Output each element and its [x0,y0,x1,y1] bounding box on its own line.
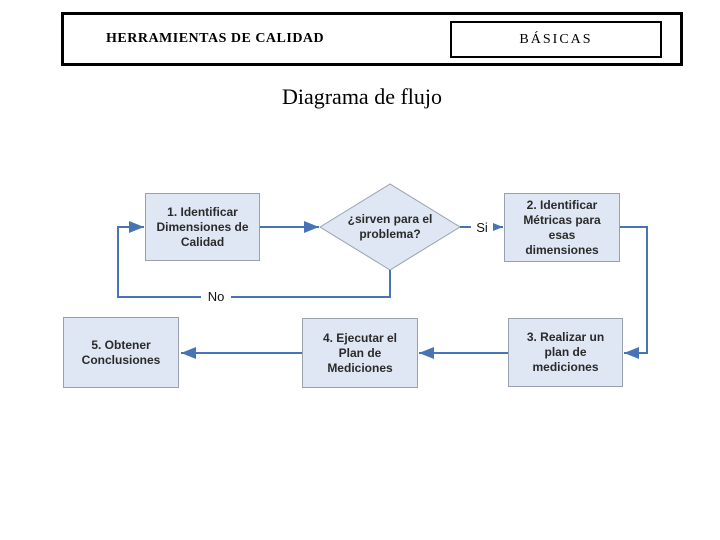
basicas-badge-box: BÁSICAS [450,21,662,58]
node-step5: 5. Obtener Conclusiones [63,317,179,388]
edge-label-si: Si [471,220,493,235]
basicas-badge-label: BÁSICAS [519,31,593,47]
edge-label-no: No [201,289,231,304]
header-box: HERRAMIENTAS DE CALIDAD BÁSICAS [61,12,683,66]
edge-step2-step3 [620,226,648,359]
node-step3: 3. Realizar un plan de mediciones [508,318,623,387]
decision-label: ¿sirven para el problema? [347,212,433,241]
slide-title: Diagrama de flujo [281,84,443,109]
header-title: HERRAMIENTAS DE CALIDAD [106,31,325,46]
node-step2: 2. Identificar Métricas para esas dimens… [504,193,620,262]
node-step4: 4. Ejecutar el Plan de Mediciones [302,318,418,388]
edge-decision-step1-no [117,221,391,298]
node-step1: 1. Identificar Dimensiones de Calidad [145,193,260,261]
